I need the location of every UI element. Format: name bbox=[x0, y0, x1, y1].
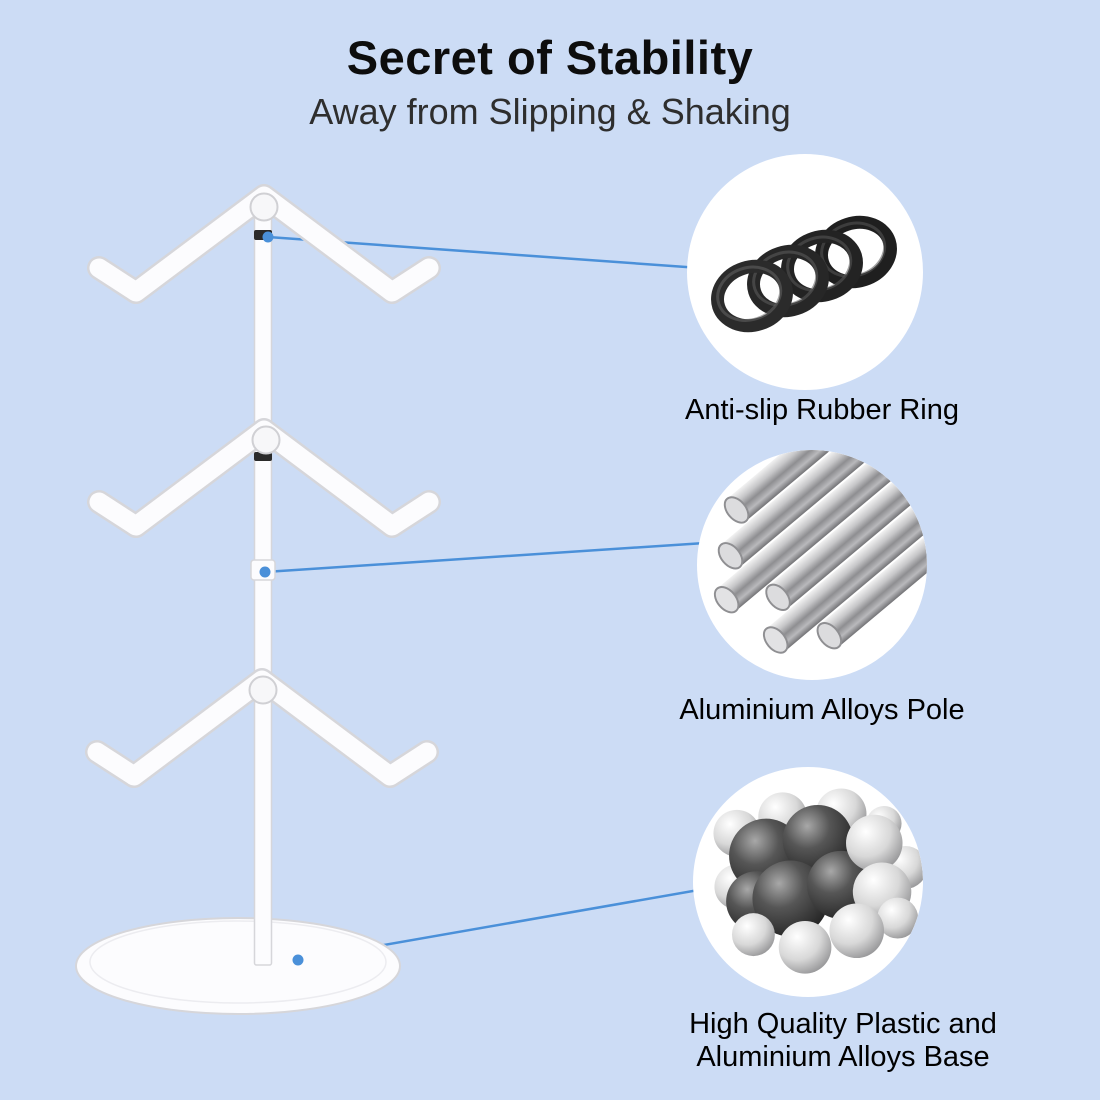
header: Secret of Stability Away from Slipping &… bbox=[0, 30, 1100, 133]
callout-label-base: High Quality Plastic and Aluminium Alloy… bbox=[613, 1008, 1073, 1074]
connector-line-pole bbox=[264, 541, 706, 574]
hook-knob-middle bbox=[251, 425, 281, 455]
callout-circle-rubber-ring bbox=[687, 154, 923, 390]
connector-dot-base bbox=[292, 954, 304, 966]
aluminium-rods-image bbox=[713, 450, 927, 654]
stand-base bbox=[75, 917, 401, 1015]
stand-pole bbox=[250, 204, 276, 966]
hook-knob-top bbox=[249, 192, 279, 222]
rubber-rings-image bbox=[711, 215, 897, 333]
connector-dot-rubber-ring bbox=[262, 231, 274, 243]
callout-circle-pole bbox=[697, 450, 927, 680]
page-subtitle: Away from Slipping & Shaking bbox=[309, 91, 791, 132]
callout-label-rubber-ring: Anti-slip Rubber Ring bbox=[684, 394, 959, 426]
callout-label-base-line2: Aluminium Alloys Base bbox=[696, 1041, 990, 1074]
callout-label-pole: Aluminium Alloys Pole bbox=[679, 694, 965, 726]
connector-dot-pole bbox=[259, 566, 271, 578]
page-title: Secret of Stability bbox=[346, 31, 754, 84]
molecule-image bbox=[713, 788, 923, 974]
callout-circle-base bbox=[693, 767, 923, 997]
callout-label-base-line1: High Quality Plastic and bbox=[689, 1008, 997, 1040]
hook-knob-bottom bbox=[248, 675, 278, 705]
